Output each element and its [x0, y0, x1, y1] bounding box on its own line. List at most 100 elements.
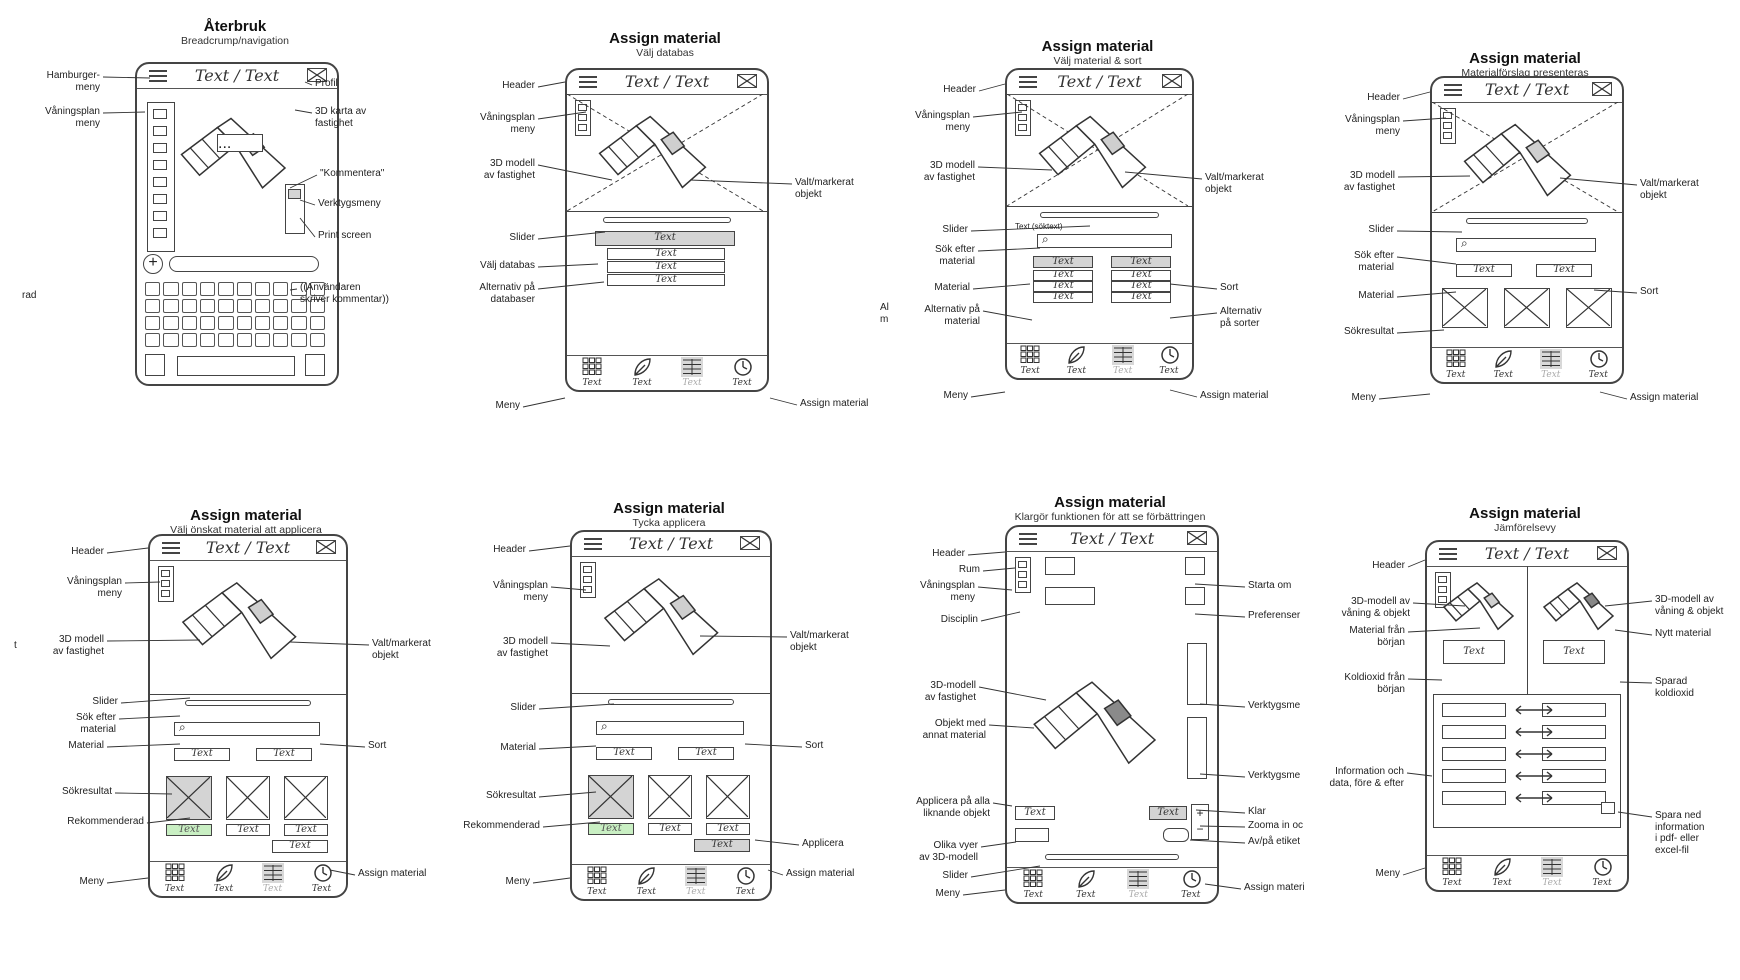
floor-item[interactable]: [161, 570, 170, 577]
material-search-input[interactable]: ⌕: [596, 719, 744, 735]
keyboard-key[interactable]: [218, 316, 234, 330]
add-button[interactable]: +: [143, 254, 163, 274]
sort-option[interactable]: Text: [1111, 270, 1171, 281]
floor-item[interactable]: [153, 211, 167, 221]
sort-option[interactable]: Text: [1111, 281, 1171, 292]
menu-item-2[interactable]: Text: [631, 866, 661, 897]
space-bar[interactable]: [177, 356, 295, 376]
result-label[interactable]: Text: [648, 823, 692, 835]
recommended-label[interactable]: Text: [588, 823, 634, 835]
timeline-slider[interactable]: [603, 217, 731, 223]
zoom-control[interactable]: + −: [1191, 804, 1209, 840]
keyboard-key[interactable]: [218, 299, 234, 313]
floor-item[interactable]: [583, 576, 592, 583]
result-label[interactable]: Text: [706, 823, 750, 835]
database-option[interactable]: Text: [607, 248, 725, 260]
menu-item-2[interactable]: Text: [1488, 349, 1518, 380]
database-option[interactable]: Text: [607, 261, 725, 273]
floor-item[interactable]: [1443, 132, 1452, 139]
mail-icon[interactable]: [1162, 74, 1182, 88]
menu-item-4[interactable]: Text: [730, 866, 760, 897]
result-label[interactable]: Text: [226, 824, 270, 836]
floor-item[interactable]: [578, 104, 587, 111]
preferences-button[interactable]: [1185, 587, 1205, 605]
floor-item[interactable]: [153, 160, 167, 170]
floor-item[interactable]: [153, 143, 167, 153]
keyboard-key[interactable]: [309, 299, 325, 313]
header-breadcrumb[interactable]: Text / Text: [1484, 544, 1570, 563]
keyboard-right-key[interactable]: [305, 354, 325, 376]
keyboard-key[interactable]: [273, 333, 289, 347]
keyboard-left-key[interactable]: [145, 354, 165, 376]
comment-input[interactable]: [169, 256, 319, 272]
keyboard-key[interactable]: [199, 282, 216, 296]
keyboard[interactable]: [145, 282, 325, 347]
menu-item-1[interactable]: Text: [1441, 349, 1471, 380]
keyboard-key[interactable]: [236, 282, 252, 296]
keyboard-key[interactable]: [291, 299, 307, 313]
menu-item-1[interactable]: Text: [577, 357, 607, 388]
menu-item-4[interactable]: Text: [307, 863, 337, 894]
material-select[interactable]: Text: [1456, 264, 1512, 277]
material-option[interactable]: Text: [1033, 281, 1093, 292]
floor-item[interactable]: [1438, 576, 1447, 583]
floor-plan-menu[interactable]: [1440, 108, 1456, 144]
recommended-label[interactable]: Text: [166, 824, 212, 836]
floor-item[interactable]: [583, 566, 592, 573]
mail-icon[interactable]: [737, 74, 757, 88]
keyboard-key[interactable]: [218, 282, 234, 296]
keyboard-key[interactable]: [145, 282, 161, 296]
menu-item-2[interactable]: Text: [1071, 869, 1101, 900]
keyboard-key[interactable]: [291, 316, 307, 330]
mail-icon[interactable]: [307, 68, 327, 82]
apply-button[interactable]: Text: [694, 839, 750, 852]
keyboard-key[interactable]: [309, 282, 325, 296]
floor-item[interactable]: [1018, 561, 1027, 568]
keyboard-key[interactable]: [309, 333, 325, 347]
timeline-slider[interactable]: [185, 700, 311, 706]
database-select[interactable]: Text: [595, 231, 735, 246]
menu-item-3[interactable]: Text: [1536, 349, 1566, 380]
tool-menu-2[interactable]: [1187, 717, 1207, 779]
floor-item[interactable]: [161, 590, 170, 597]
keyboard-key[interactable]: [273, 282, 289, 296]
header-breadcrumb[interactable]: Text / Text: [1057, 72, 1142, 91]
menu-item-2[interactable]: Text: [627, 357, 657, 388]
apply-button[interactable]: Text: [272, 840, 328, 853]
room-select[interactable]: [1045, 557, 1075, 575]
keyboard-key[interactable]: [254, 316, 271, 330]
tool-menu-1[interactable]: [1187, 643, 1207, 705]
keyboard-key[interactable]: [309, 316, 325, 330]
floor-item[interactable]: [1018, 571, 1027, 578]
floor-item[interactable]: [1018, 104, 1027, 111]
hamburger-icon[interactable]: [579, 76, 597, 88]
material-search-input[interactable]: ⌕: [174, 720, 320, 736]
floor-plan-menu[interactable]: [1015, 557, 1031, 593]
header-breadcrumb[interactable]: Text / Text: [1069, 529, 1155, 548]
search-result-3[interactable]: [706, 775, 750, 819]
menu-item-2[interactable]: Text: [1061, 345, 1091, 376]
floor-item[interactable]: [583, 586, 592, 593]
mail-icon[interactable]: [740, 536, 760, 550]
menu-item-1[interactable]: Text: [160, 863, 190, 894]
menu-item-3[interactable]: Text: [1537, 857, 1567, 888]
floor-item[interactable]: [161, 580, 170, 587]
hamburger-icon[interactable]: [1444, 84, 1462, 96]
header-breadcrumb[interactable]: Text / Text: [194, 66, 280, 85]
menu-item-4[interactable]: Text: [727, 357, 757, 388]
floor-plan-menu[interactable]: [158, 566, 174, 602]
keyboard-key[interactable]: [181, 333, 197, 347]
floor-item[interactable]: [1018, 124, 1027, 131]
header-breadcrumb[interactable]: Text / Text: [205, 538, 291, 557]
floor-plan-menu[interactable]: [1435, 572, 1451, 608]
material-search-input[interactable]: ⌕: [1037, 232, 1172, 248]
keyboard-key[interactable]: [199, 299, 216, 313]
floor-item[interactable]: [1018, 581, 1027, 588]
material-option[interactable]: Text: [1033, 270, 1093, 281]
discipline-select[interactable]: [1045, 587, 1095, 605]
timeline-slider[interactable]: [1044, 854, 1180, 860]
floor-item[interactable]: [578, 124, 587, 131]
keyboard-key[interactable]: [181, 316, 197, 330]
hamburger-icon[interactable]: [1019, 533, 1037, 545]
material-option[interactable]: Text: [1033, 292, 1093, 303]
